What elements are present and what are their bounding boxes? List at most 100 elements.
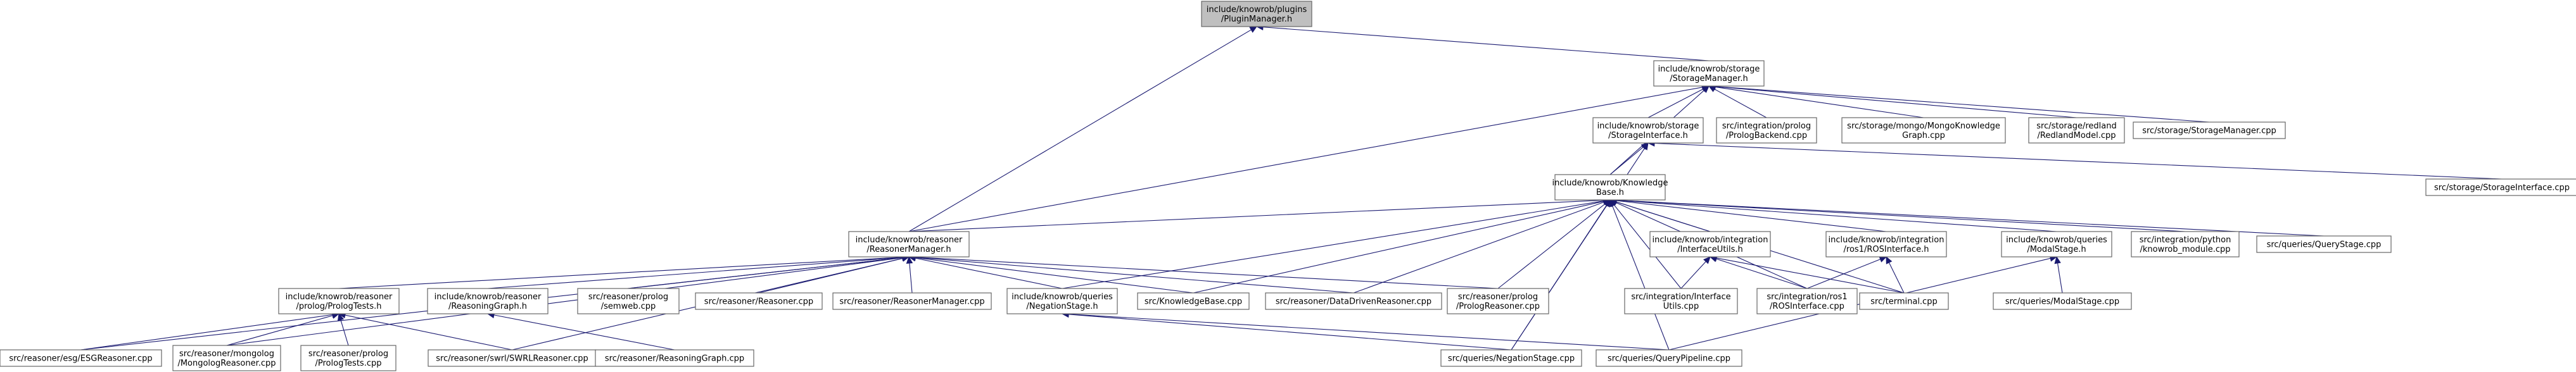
edge-negation_stage_h-to-reasoner_manager_h (908, 254, 1063, 289)
node-terminal-cpp[interactable]: src/terminal.cpp (1859, 292, 1949, 310)
edge-prolog_reasoner_cpp-to-knowledge_base_h (1497, 199, 1611, 289)
node-reasoner-manager-h[interactable]: include/knowrob/reasoner/ReasonerManager… (848, 231, 970, 257)
node-label-line: /PrologBackend.cpp (1726, 131, 1807, 140)
node-label-line: src/storage/StorageInterface.cpp (2434, 183, 2570, 193)
node-box (577, 288, 680, 314)
node-box (1653, 60, 1765, 87)
edge-reasoning_graph_cpp-to-reasoning_graph_h (486, 311, 675, 350)
node-box (595, 349, 754, 367)
node-reasoning-graph-cpp[interactable]: src/reasoner/ReasoningGraph.cpp (595, 349, 754, 367)
node-label-line: include/knowrob/integration (1653, 235, 1768, 245)
node-box (2425, 178, 2576, 196)
node-knowledge-base-cpp[interactable]: src/KnowledgeBase.cpp (1137, 292, 1250, 310)
node-label-line: src/reasoner/prolog (1458, 292, 1538, 302)
node-redland-model-cpp[interactable]: src/storage/redland/RedlandModel.cpp (2028, 117, 2125, 144)
node-prolog-tests-cpp[interactable]: src/reasoner/prolog/PrologTests.cpp (300, 345, 397, 371)
node-ros-interface-cpp[interactable]: src/integration/ros1/ROSInterface.cpp (1756, 288, 1858, 314)
node-box (1592, 117, 1704, 144)
node-label-line: include/knowrob/reasoner (856, 235, 963, 245)
node-box (428, 349, 597, 367)
node-interface-utils-cpp[interactable]: src/integration/InterfaceUtils.cpp (1624, 288, 1738, 314)
node-esg-reasoner-cpp[interactable]: src/reasoner/esg/ESGReasoner.cpp (0, 349, 162, 367)
node-box (172, 345, 281, 371)
edge-query_pipeline_cpp-to-negation_stage_h (1061, 311, 1670, 350)
node-mongolog-reasoner-cpp[interactable]: src/reasoner/mongolog/MongologReasoner.c… (172, 345, 281, 371)
node-label-line: include/knowrob/queries (2006, 235, 2107, 245)
node-reasoner-cpp[interactable]: src/reasoner/Reasoner.cpp (695, 292, 823, 310)
edge-negation_stage_cpp-to-negation_stage_h (1061, 311, 1512, 350)
node-label-line: /prolog/PrologTests.h (296, 302, 381, 311)
node-label-line: /ReasonerManager.h (866, 245, 951, 254)
node-label-line: include/knowrob/reasoner (435, 292, 542, 302)
node-negation-stage-cpp[interactable]: src/queries/NegationStage.cpp (1440, 349, 1582, 367)
node-label-line: include/knowrob/storage (1658, 65, 1760, 74)
node-prolog-tests-h[interactable]: include/knowrob/reasoner/prolog/PrologTe… (278, 288, 400, 314)
node-label-line: src/queries/QueryPipeline.cpp (1608, 354, 1730, 364)
node-mongo-knowledge-graph-cpp[interactable]: src/storage/mongo/MongoKnowledgeGraph.cp… (1841, 117, 2006, 144)
edge-negation_stage_h-to-knowledge_base_h (1062, 197, 1611, 289)
node-knowrob-module-cpp[interactable]: src/integration/python/knowrob_module.cp… (2131, 231, 2240, 257)
node-box (2256, 235, 2392, 253)
node-plugin-manager-h[interactable]: include/knowrob/plugins/PluginManager.h (1201, 1, 1312, 27)
node-box (1137, 292, 1250, 310)
edge-esg_reasoner_cpp-to-prolog_tests_h (80, 311, 340, 350)
node-knowledge-base-h[interactable]: include/knowrob/KnowledgeBase.h (1552, 174, 1668, 201)
node-label-line: /InterfaceUtils.h (1677, 245, 1743, 254)
edge-modal_stage_h-to-knowledge_base_h (1609, 197, 2057, 232)
node-box (1447, 288, 1549, 314)
edge-mongolog_reasoner_cpp-to-prolog_tests_h (226, 312, 340, 346)
node-box (1201, 1, 1312, 27)
edge-prolog_tests_cpp-to-prolog_tests_h (337, 313, 349, 346)
node-query-pipeline-cpp[interactable]: src/queries/QueryPipeline.cpp (1596, 349, 1742, 367)
node-box (2133, 121, 2286, 139)
edge-redland_model_cpp-to-storage_manager_h (1708, 83, 2077, 118)
node-label-line: include/knowrob/Knowledge (1552, 178, 1668, 188)
edge-knowledge_base_cpp-to-knowledge_base_h (1193, 198, 1611, 294)
node-prolog-reasoner-cpp[interactable]: src/reasoner/prolog/PrologReasoner.cpp (1447, 288, 1549, 314)
node-label-line: src/queries/NegationStage.cpp (1448, 354, 1575, 364)
node-label-line: src/reasoner/DataDrivenReasoner.cpp (1276, 297, 1431, 307)
node-storage-manager-h[interactable]: include/knowrob/storage/StorageManager.h (1653, 60, 1765, 87)
node-label-line: /NegationStage.h (1026, 302, 1098, 311)
node-label-line: include/knowrob/reasoner (286, 292, 393, 302)
node-box (1756, 288, 1858, 314)
node-box (427, 288, 549, 314)
node-data-driven-reasoner-cpp[interactable]: src/reasoner/DataDrivenReasoner.cpp (1265, 292, 1442, 310)
node-storage-interface-h[interactable]: include/knowrob/storage/StorageInterface… (1592, 117, 1704, 144)
node-box (1716, 117, 1817, 144)
edge-terminal_cpp-to-ros_interface_h (1886, 256, 1905, 294)
node-modal-stage-cpp[interactable]: src/queries/ModalStage.cpp (1993, 292, 2132, 310)
node-label-line: src/reasoner/ReasoningGraph.cpp (605, 354, 744, 364)
node-label-line: src/queries/ModalStage.cpp (2005, 297, 2119, 307)
node-label-line: /knowrob_module.cpp (2140, 245, 2231, 254)
node-box (1554, 174, 1666, 201)
edge-reasoner_manager_cpp-to-reasoner_manager_h (906, 256, 913, 294)
node-reasoner-manager-cpp[interactable]: src/reasoner/ReasonerManager.cpp (832, 292, 992, 310)
node-storage-interface-cpp[interactable]: src/storage/StorageInterface.cpp (2425, 178, 2576, 196)
node-reasoning-graph-h[interactable]: include/knowrob/reasoner/ReasoningGraph.… (427, 288, 549, 314)
node-label-line: src/integration/prolog (1722, 121, 1811, 131)
edge-negation_stage_cpp-to-knowledge_base_h (1511, 199, 1611, 350)
node-label-line: src/reasoner/prolog (308, 349, 388, 359)
node-box (1624, 288, 1738, 314)
node-swrl-reasoner-cpp[interactable]: src/reasoner/swrl/SWRLReasoner.cpp (428, 349, 597, 367)
edge-interface_utils_cpp-to-interface_utils_h (1680, 256, 1711, 289)
node-ros-interface-h[interactable]: include/knowrob/integration/ros1/ROSInte… (1825, 231, 1947, 257)
node-prolog-backend-cpp[interactable]: src/integration/prolog/PrologBackend.cpp (1716, 117, 1817, 144)
node-storage-manager-cpp[interactable]: src/storage/StorageManager.cpp (2133, 121, 2286, 139)
node-modal-stage-h[interactable]: include/knowrob/queries/ModalStage.h (2001, 231, 2112, 257)
node-box (1265, 292, 1442, 310)
node-label-line: /ros1/ROSInterface.h (1844, 245, 1929, 254)
node-interface-utils-h[interactable]: include/knowrob/integration/InterfaceUti… (1649, 231, 1771, 257)
node-query-stage-cpp[interactable]: src/queries/QueryStage.cpp (2256, 235, 2392, 253)
node-label-line: include/knowrob/queries (1012, 292, 1113, 302)
node-box (2001, 231, 2112, 257)
node-label-line: src/integration/python (2140, 235, 2231, 245)
node-box (1993, 292, 2132, 310)
node-negation-stage-h[interactable]: include/knowrob/queries/NegationStage.h (1006, 288, 1118, 314)
edge-storage_manager_h-to-plugin_manager_h (1255, 23, 1710, 61)
node-label-line: /RedlandModel.cpp (2038, 131, 2116, 140)
node-semweb-cpp[interactable]: src/reasoner/prolog/semweb.cpp (577, 288, 680, 314)
node-box (1440, 349, 1582, 367)
edge-reasoner_manager_h-to-storage_manager_h (908, 84, 1710, 232)
